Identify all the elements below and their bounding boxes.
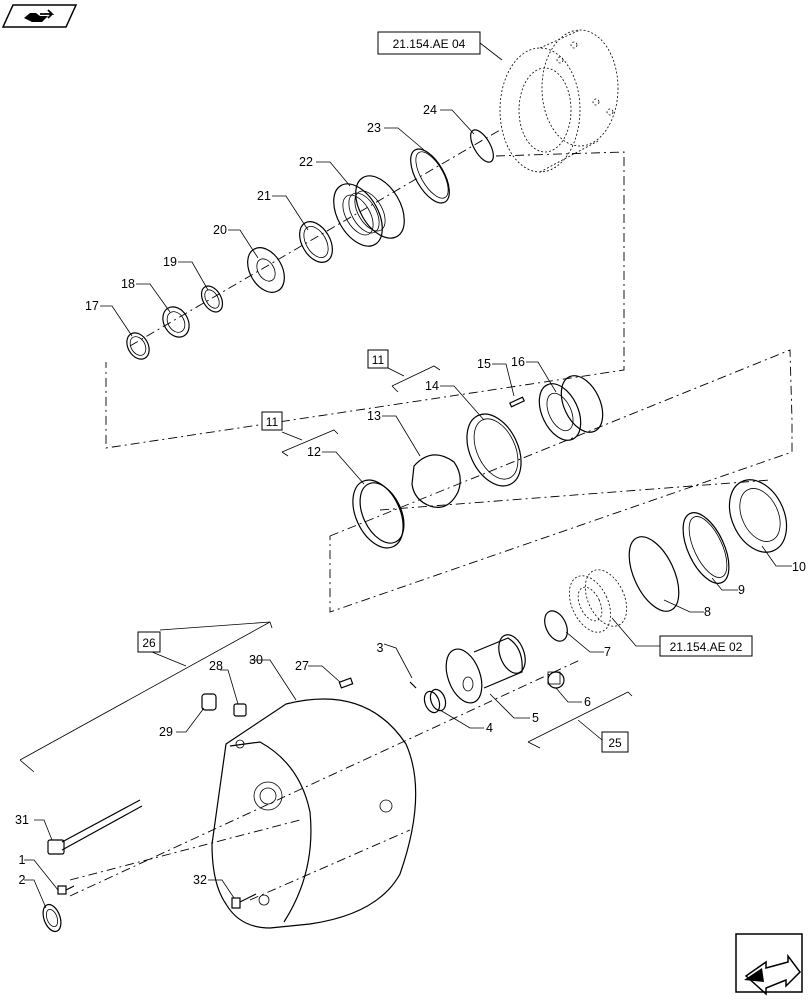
label-14: 14 (425, 379, 439, 393)
part-12-friction-disc (352, 479, 405, 549)
group-line-25 (527, 691, 633, 743)
ref-box-21154ae02[interactable]: 21.154.AE 02 (659, 635, 753, 657)
part-5-shaft (445, 634, 526, 704)
part-10-gear (728, 479, 788, 553)
label-30: 30 (249, 653, 263, 667)
middle-axis (379, 479, 771, 511)
ref-box-21154ae04[interactable]: 21.154.AE 04 (377, 31, 481, 55)
label-20: 20 (213, 223, 227, 237)
svg-text:25: 25 (608, 736, 622, 750)
label-7: 7 (604, 645, 611, 659)
label-17: 17 (85, 299, 99, 313)
part-19-snap-ring (200, 285, 224, 313)
svg-text:21.154.AE 02: 21.154.AE 02 (670, 640, 743, 654)
part-14-steel-disc (466, 413, 522, 487)
part-3-pin (409, 681, 417, 689)
label-21: 21 (257, 189, 271, 203)
label-15: 15 (477, 357, 491, 371)
group-line-26-top (159, 621, 273, 631)
part-13-spring (411, 454, 461, 508)
label-4: 4 (486, 721, 493, 735)
part-31-bolt (47, 799, 143, 855)
label-31: 31 (15, 813, 29, 827)
next-page-arrow-icon[interactable] (735, 933, 803, 996)
label-19: 19 (163, 255, 177, 269)
part-16-hub (538, 375, 604, 441)
upper-group-frame (105, 151, 625, 449)
part-8-ring (628, 536, 680, 612)
label-32: 32 (193, 873, 207, 887)
ref-box-25[interactable]: 25 (601, 731, 629, 753)
lower-axis-1 (69, 659, 581, 897)
part-21-ring (299, 221, 333, 263)
label-1: 1 (19, 853, 26, 867)
middle-group-frame (329, 349, 793, 613)
part-28-plug (233, 703, 247, 717)
leader-25 (577, 719, 603, 741)
label-22: 22 (299, 155, 313, 169)
ref-box-26[interactable]: 26 (137, 631, 161, 653)
svg-text:11: 11 (266, 415, 279, 429)
book-arrow-icon[interactable] (1, 4, 78, 28)
part-2-seal (42, 903, 62, 933)
label-13: 13 (367, 409, 381, 423)
label-28: 28 (209, 659, 223, 673)
part-17-snap-ring (126, 332, 150, 360)
ref-box-11-b[interactable]: 11 (261, 411, 283, 431)
label-16: 16 (511, 355, 525, 369)
part-7-snap-ring (544, 610, 568, 642)
part-32-screw (231, 893, 257, 909)
lower-axis-2 (69, 819, 301, 881)
ref-box-11-a[interactable]: 11 (367, 349, 389, 369)
part-1-screw (57, 885, 75, 895)
label-18: 18 (121, 277, 135, 291)
group-line-26 (19, 621, 271, 761)
part-20-thrust-washer (247, 247, 285, 293)
label-9: 9 (738, 583, 745, 597)
part-22-bearing (333, 175, 405, 247)
part-15-pin (509, 396, 525, 408)
label-3: 3 (377, 641, 384, 655)
svg-text:21.154.AE 04: 21.154.AE 04 (393, 37, 466, 51)
label-29: 29 (159, 725, 173, 739)
group-line-11-b (281, 429, 339, 453)
ring-gear-drum-reference (499, 29, 619, 173)
label-23: 23 (367, 121, 381, 135)
label-24: 24 (423, 103, 437, 117)
label-5: 5 (532, 711, 539, 725)
part-labels: 17 18 19 20 21 22 23 24 12 13 14 15 16 1… (15, 103, 806, 887)
part-24-snap-ring (470, 129, 494, 163)
label-27: 27 (295, 659, 309, 673)
part-30-housing (211, 698, 417, 929)
part-29-dowel (201, 693, 217, 711)
part-27-pin (338, 677, 354, 689)
part-6-plug (547, 671, 565, 689)
upper-axis (129, 129, 501, 347)
leader-26 (151, 651, 187, 667)
lower-axis-3 (249, 829, 411, 901)
label-10: 10 (792, 560, 806, 574)
leader-lines (24, 109, 792, 909)
part-23-ring (410, 148, 450, 204)
part-18-bushing (162, 306, 190, 338)
part-9-ring (682, 512, 730, 584)
svg-text:26: 26 (142, 636, 156, 650)
label-6: 6 (584, 695, 591, 709)
part-gear-21154ae02 (568, 569, 628, 633)
label-2: 2 (19, 873, 26, 887)
label-12: 12 (307, 445, 321, 459)
part-4-bearing (423, 688, 447, 714)
group-line-11-a (391, 365, 441, 387)
label-8: 8 (704, 605, 711, 619)
svg-text:11: 11 (372, 353, 385, 367)
